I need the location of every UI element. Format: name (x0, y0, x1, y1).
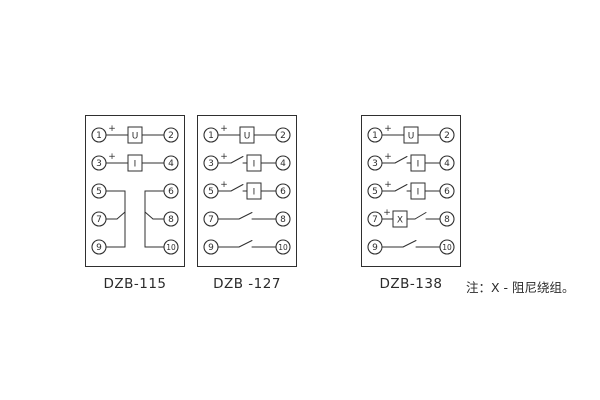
terminal-number: 2 (280, 131, 286, 141)
row-3-4: 3 4 + I (367, 152, 455, 172)
terminal-number: 4 (168, 159, 174, 169)
terminal-number: 2 (444, 131, 450, 141)
row-9-10: 9 10 (203, 239, 291, 255)
diagram-label-dzb-127: DZB -127 (213, 276, 281, 292)
row-5-6: 5 6 + I (367, 180, 455, 200)
terminal-number: 7 (96, 215, 102, 225)
terminal-number: 5 (372, 187, 378, 197)
row-5-6: 5 6 + I (203, 180, 291, 200)
terminal-number: 5 (208, 187, 214, 197)
schematic-dzb-138: 1 2 + U 3 4 + I 5 6 + I 7 8 + X 9 10 (361, 115, 461, 267)
row-7-8: 7 8 + X (367, 208, 455, 228)
terminal-number: 6 (444, 187, 450, 197)
terminal-number: 10 (278, 243, 288, 252)
contact-blade (238, 240, 253, 248)
row-3-4: 3 4 + I (91, 152, 179, 172)
terminal-number: 1 (372, 131, 378, 141)
component-letter: I (253, 160, 256, 170)
diagram-border (361, 115, 461, 267)
diagram-label-dzb-115: DZB-115 (103, 276, 167, 292)
terminal-number: 3 (208, 159, 214, 169)
contact-blade (230, 156, 244, 164)
terminal-number: 5 (96, 187, 102, 197)
component-letter: U (132, 132, 139, 142)
plus-sign: + (108, 152, 116, 162)
component-letter: I (417, 160, 420, 170)
diagram-label-dzb-138: DZB-138 (379, 276, 443, 292)
plus-sign: + (220, 180, 228, 190)
terminal-number: 1 (96, 131, 102, 141)
component-letter: I (134, 160, 137, 170)
plus-sign: + (384, 180, 392, 190)
component-letter: U (408, 132, 415, 142)
terminal-number: 9 (96, 243, 102, 253)
contact-blade (394, 184, 408, 192)
row-9-10: 9 10 (367, 239, 455, 255)
plus-sign: + (384, 152, 392, 162)
diagram-border (85, 115, 185, 267)
terminal-number: 3 (372, 159, 378, 169)
terminal-number: 9 (208, 243, 214, 253)
component-letter: U (244, 132, 251, 142)
row-1-2: 1 2 + U (367, 124, 455, 144)
component-letter: X (397, 216, 403, 226)
note-text: 注：X - 阻尼绕组。 (466, 280, 575, 295)
contact-blade (402, 240, 417, 248)
terminal-number: 4 (280, 159, 286, 169)
contact-blade (230, 184, 244, 192)
terminal-number: 7 (208, 215, 214, 225)
plus-sign: + (383, 208, 391, 218)
row-3-4: 3 4 + I (203, 152, 291, 172)
terminal-number: 2 (168, 131, 174, 141)
terminal-number: 8 (280, 215, 286, 225)
terminal-number: 6 (280, 187, 286, 197)
plus-sign: + (384, 124, 392, 134)
contact-blade (394, 156, 408, 164)
contact-blade (238, 212, 253, 220)
plus-sign: + (108, 124, 116, 134)
terminal-number: 7 (372, 215, 378, 225)
contact-blade (144, 211, 154, 220)
terminal-number: 1 (208, 131, 214, 141)
row-1-2: 1 2 + U (203, 124, 291, 144)
plus-sign: + (220, 124, 228, 134)
component-letter: I (417, 188, 420, 198)
row-1-2: 1 2 + U (91, 124, 179, 144)
row-9-10: 9 10 (91, 239, 179, 255)
terminal-number: 3 (96, 159, 102, 169)
diagram-dzb-138: 1 2 + U 3 4 + I 5 6 + I 7 8 + X 9 10 DZB-138 (361, 115, 461, 292)
terminal-number: 9 (372, 243, 378, 253)
terminal-number: 4 (444, 159, 450, 169)
terminal-number: 10 (166, 243, 176, 252)
contact-blade (414, 212, 427, 220)
plus-sign: + (220, 152, 228, 162)
terminal-number: 6 (168, 187, 174, 197)
terminal-number: 8 (168, 215, 174, 225)
terminal-number: 10 (442, 243, 452, 252)
terminal-number: 8 (444, 215, 450, 225)
component-letter: I (253, 188, 256, 198)
diagram-border (197, 115, 297, 267)
contact-blade (116, 211, 126, 220)
